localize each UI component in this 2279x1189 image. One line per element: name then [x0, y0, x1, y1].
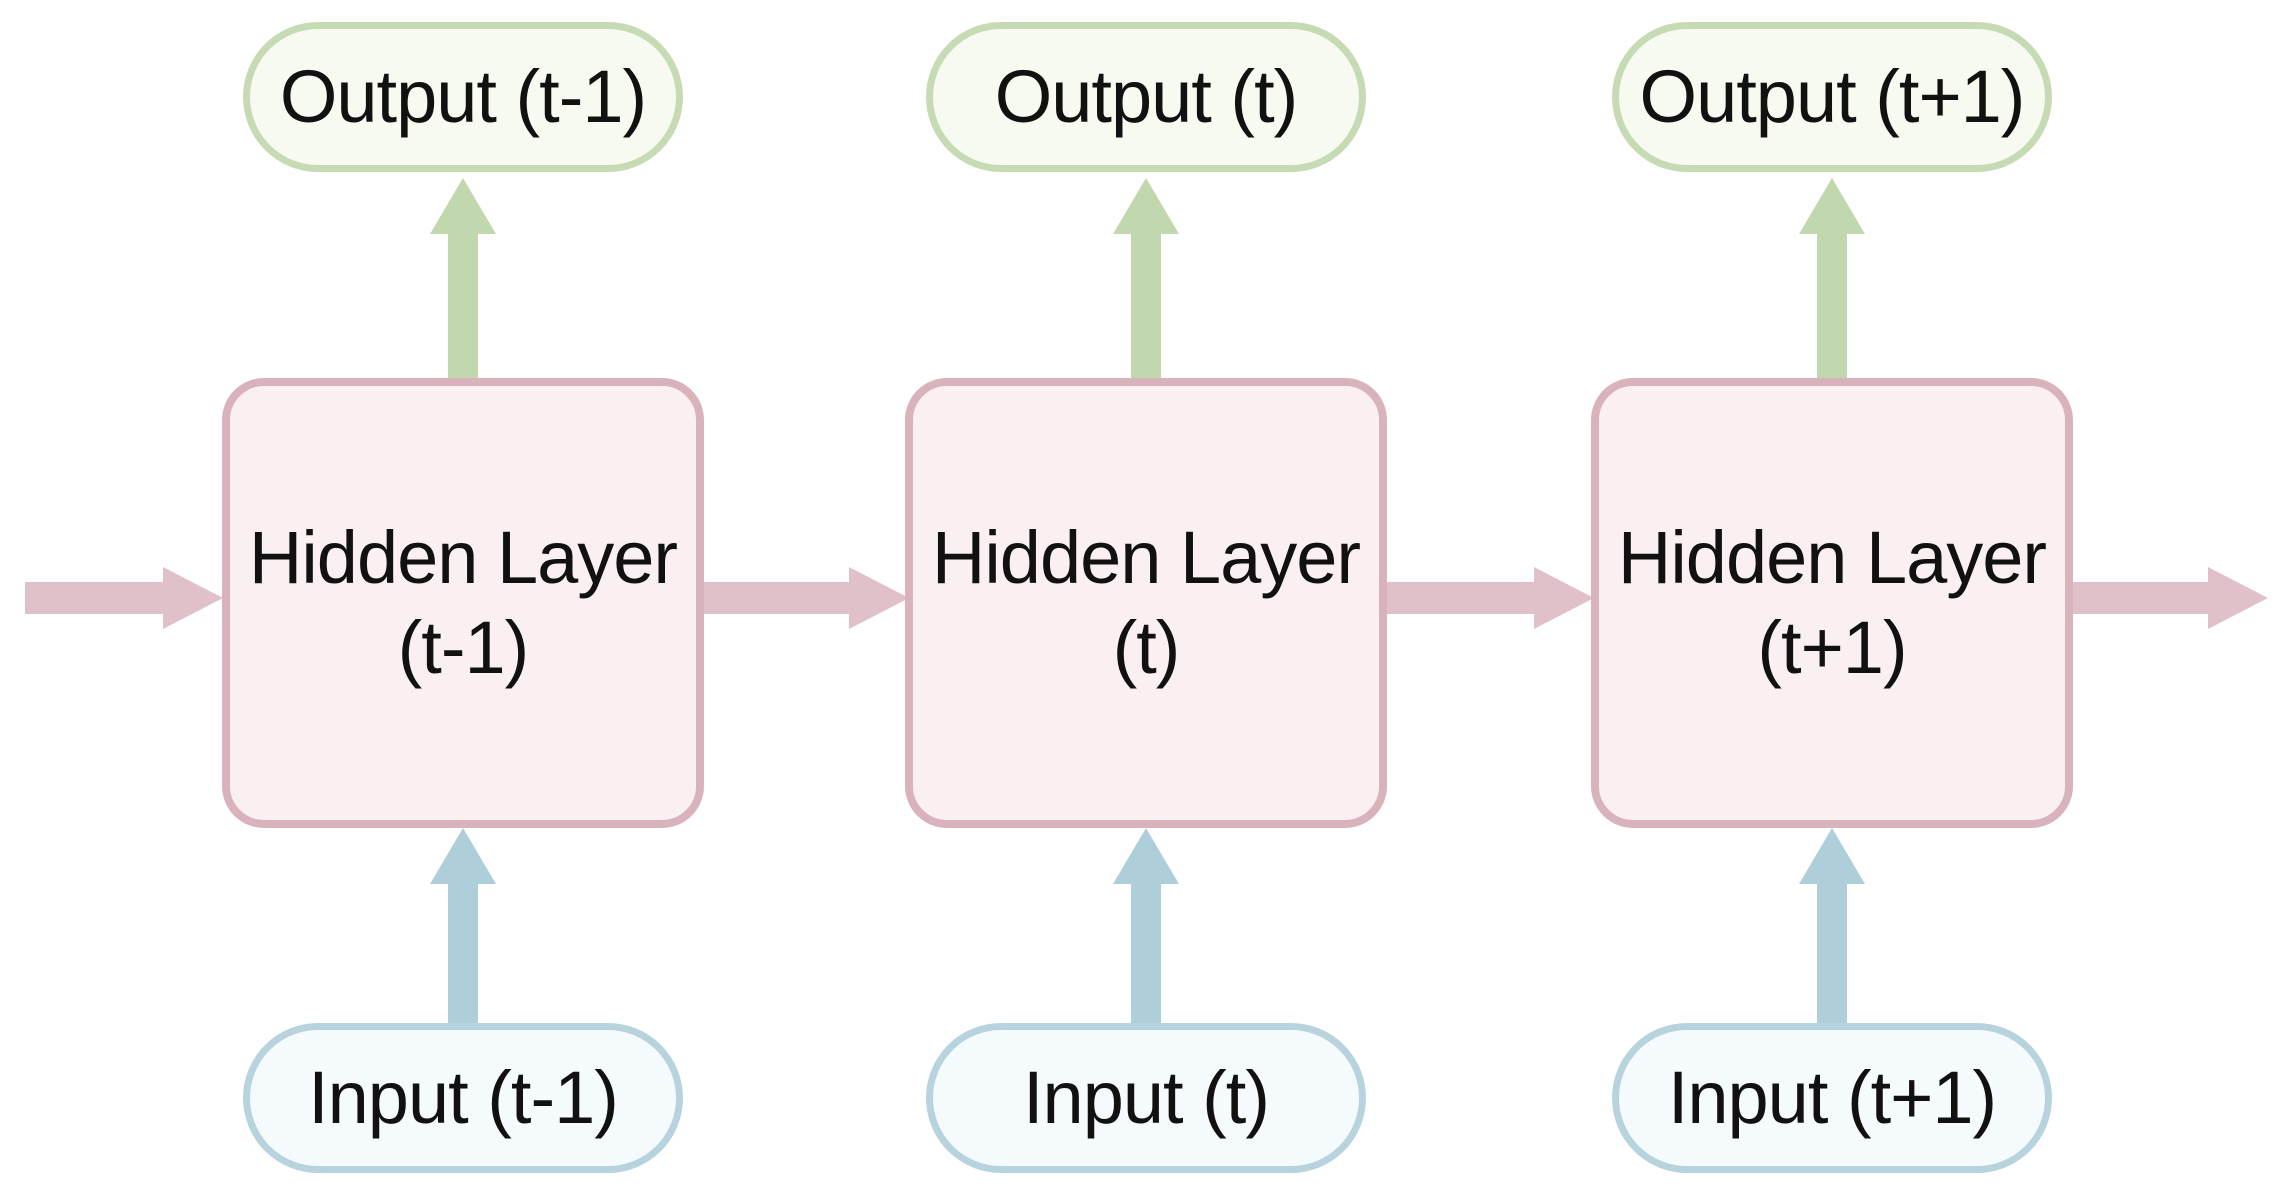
output-node-label: Output (t-1)	[279, 54, 647, 138]
input-arrow-t+1-icon	[1799, 828, 1865, 1024]
input-node-t+1: Input (t+1)	[1612, 1023, 2052, 1173]
arrow-head-right-icon	[163, 567, 223, 629]
output-arrow-t+1-icon	[1799, 178, 1865, 378]
arrow-head-up-icon	[1799, 828, 1865, 884]
input-node-t-1: Input (t-1)	[243, 1023, 683, 1173]
recurrent-arrow-t-to-t+1-icon	[1384, 567, 1594, 629]
arrow-head-up-icon	[430, 828, 496, 884]
arrow-head-up-icon	[1799, 178, 1865, 234]
input-node-label: Input (t)	[1023, 1055, 1270, 1139]
arrow-head-up-icon	[1113, 828, 1179, 884]
arrow-shaft	[1384, 582, 1544, 614]
hidden-layer-node-t+1: Hidden Layer (t+1)	[1591, 378, 2073, 828]
arrow-shaft	[448, 228, 478, 378]
arrow-shaft	[1817, 878, 1847, 1024]
arrow-head-right-icon	[1534, 567, 1594, 629]
input-node-t: Input (t)	[926, 1023, 1366, 1173]
recurrent-arrow-in-icon	[25, 567, 223, 629]
arrow-shaft	[1817, 228, 1847, 378]
arrow-head-up-icon	[430, 178, 496, 234]
hidden-layer-label: Hidden Layer (t+1)	[1617, 515, 2047, 689]
arrow-head-up-icon	[1113, 178, 1179, 234]
input-node-label: Input (t-1)	[308, 1055, 619, 1139]
input-arrow-t-1-icon	[430, 828, 496, 1024]
arrow-head-right-icon	[849, 567, 909, 629]
hidden-layer-label: Hidden Layer (t-1)	[248, 515, 678, 689]
output-node-t-1: Output (t-1)	[243, 22, 683, 172]
recurrent-arrow-out-icon	[2071, 567, 2268, 629]
arrow-shaft	[704, 582, 859, 614]
hidden-layer-label: Hidden Layer (t)	[931, 515, 1361, 689]
arrow-head-right-icon	[2208, 567, 2268, 629]
output-arrow-t-icon	[1113, 178, 1179, 378]
output-arrow-t-1-icon	[430, 178, 496, 378]
arrow-shaft	[1131, 878, 1161, 1024]
input-node-label: Input (t+1)	[1667, 1055, 1997, 1139]
output-node-label: Output (t+1)	[1639, 54, 2026, 138]
arrow-shaft	[25, 582, 173, 614]
recurrent-arrow-t-1-to-t-icon	[704, 567, 909, 629]
output-node-t+1: Output (t+1)	[1612, 22, 2052, 172]
arrow-shaft	[1131, 228, 1161, 378]
output-node-label: Output (t)	[994, 54, 1299, 138]
arrow-shaft	[448, 878, 478, 1024]
hidden-layer-node-t: Hidden Layer (t)	[905, 378, 1387, 828]
hidden-layer-node-t-1: Hidden Layer (t-1)	[222, 378, 704, 828]
input-arrow-t-icon	[1113, 828, 1179, 1024]
output-node-t: Output (t)	[926, 22, 1366, 172]
arrow-shaft	[2071, 582, 2218, 614]
